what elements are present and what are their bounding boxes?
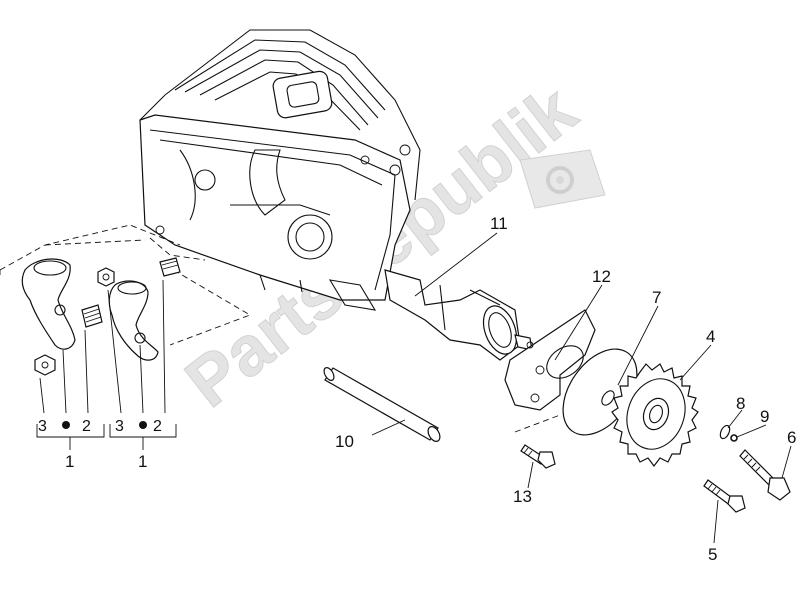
nut-left	[34, 354, 56, 376]
callout-2-right: 2	[153, 418, 162, 435]
adjusting-screw-left	[81, 304, 103, 328]
callout-6: 6	[787, 428, 796, 447]
cylinder-head	[139, 29, 421, 311]
callout-3-right: 3	[115, 418, 124, 435]
callout-9: 9	[760, 407, 769, 426]
gear-flag-icon	[519, 149, 606, 209]
bullet-dot-left	[62, 421, 70, 429]
callout-10: 10	[335, 432, 354, 451]
callout-7: 7	[652, 288, 661, 307]
bolt-large	[739, 449, 791, 501]
rocker-arm-left	[21, 258, 76, 350]
group-bracket-right	[109, 424, 177, 450]
cam-sprocket	[611, 363, 699, 467]
washer-small	[719, 424, 738, 442]
gasket-plate	[504, 309, 596, 411]
bolt-medium	[703, 479, 746, 513]
nut-right	[97, 267, 115, 287]
bullet-dot-right	[139, 421, 147, 429]
callout-11: 11	[490, 214, 508, 233]
group-bracket-left	[36, 424, 105, 450]
leader-lines	[39, 232, 792, 544]
assembly-guide-line	[514, 414, 561, 433]
rocker-shaft	[323, 367, 441, 442]
callout-5: 5	[708, 545, 717, 564]
callout-4: 4	[706, 327, 715, 346]
callout-1-left: 1	[65, 452, 74, 471]
callout-13: 13	[513, 487, 532, 506]
callout-8: 8	[736, 394, 745, 413]
bolt-small	[520, 444, 556, 469]
callout-2-left: 2	[82, 418, 91, 435]
callout-3-left: 3	[38, 418, 47, 435]
adjusting-screw-right	[159, 257, 181, 277]
callout-1-right: 1	[138, 452, 147, 471]
rocker-arm-right	[108, 280, 159, 361]
callout-12: 12	[592, 267, 611, 286]
rocker-group-outline	[0, 224, 252, 346]
camshaft	[384, 269, 533, 361]
